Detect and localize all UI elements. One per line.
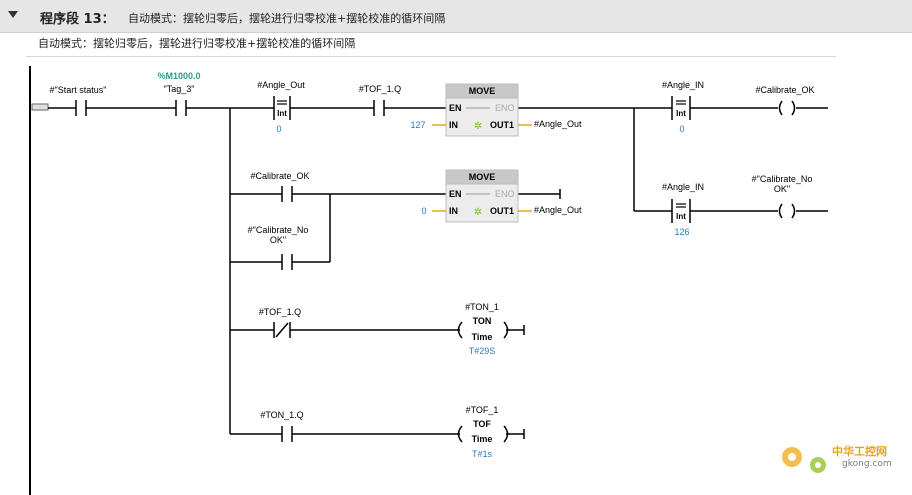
move-2-in-value: 0 <box>421 206 426 216</box>
compare-angle-out[interactable]: Int #Angle_Out 0 <box>257 80 305 134</box>
timer-tof-instance: #TOF_1 <box>466 405 499 415</box>
move-1-title: MOVE <box>469 86 496 96</box>
timer-tof-time-label: Time <box>472 434 493 444</box>
timer-ton[interactable]: #TON_1 TON Time T#29S <box>457 302 509 356</box>
move-1-out-value: #Angle_Out <box>534 119 582 129</box>
contact-calibrate-nook[interactable]: #"Calibrate_No OK" <box>248 225 309 270</box>
contact-calibrate-nook-label-2: OK" <box>270 235 286 245</box>
move-1-en: EN <box>449 103 462 113</box>
contact-tof-q-1[interactable]: #TOF_1.Q <box>359 84 401 116</box>
compare-angle-out-type: Int <box>277 109 287 118</box>
contact-tag3-address: %M1000.0 <box>157 71 200 81</box>
compare-angle-out-name: #Angle_Out <box>257 80 305 90</box>
move-1-eno: ENO <box>495 103 515 113</box>
contact-tag3-name: "Tag_3" <box>164 84 195 94</box>
network-header[interactable]: 程序段 13： 自动模式：摆轮归零后，摆轮进行归零校准+摆轮校准的循环间隔 <box>0 0 912 33</box>
coil-calibrate-ok[interactable]: #Calibrate_OK <box>755 85 815 116</box>
contact-tag3[interactable]: %M1000.0 "Tag_3" <box>157 71 201 116</box>
compare-angle-in-1[interactable]: Int #Angle_IN 0 <box>662 80 704 134</box>
network-label: 程序段 13： <box>40 12 115 27</box>
move-1-out: OUT1 <box>490 120 514 130</box>
compare-angle-in-1-name: #Angle_IN <box>662 80 704 90</box>
compare-angle-in-2[interactable]: Int #Angle_IN 126 <box>662 182 704 237</box>
contact-ton-q[interactable]: #TON_1.Q <box>260 410 304 442</box>
contact-tof-q-nc[interactable]: #TOF_1.Q <box>259 307 301 338</box>
timer-ton-preset: T#29S <box>469 346 496 356</box>
move-1-star-icon: ✲ <box>474 121 482 132</box>
network-title[interactable]: 自动模式：摆轮归零后，摆轮进行归零校准+摆轮校准的循环间隔 <box>128 12 446 25</box>
compare-angle-in-1-type: Int <box>676 109 686 118</box>
move-block-2[interactable]: MOVE EN ENO IN ✲ OUT1 0 #Angle_Out <box>421 169 582 223</box>
move-2-out-value: #Angle_Out <box>534 205 582 215</box>
compare-angle-in-2-type: Int <box>676 212 686 221</box>
coil-calibrate-nook-label-1: #"Calibrate_No <box>752 174 813 184</box>
coil-calibrate-nook-label-2: OK" <box>774 184 790 194</box>
contact-start-status-label: #"Start status" <box>50 85 107 95</box>
timer-tof-type: TOF <box>473 419 491 429</box>
contact-start-status[interactable]: #"Start status" <box>50 85 107 116</box>
compare-angle-in-1-value: 0 <box>679 124 684 134</box>
move-1-in-value: 127 <box>410 120 425 130</box>
contact-calibrate-nook-label-1: #"Calibrate_No <box>248 225 309 235</box>
move-2-eno: ENO <box>495 189 515 199</box>
move-2-star-icon: ✲ <box>474 207 482 218</box>
timer-tof[interactable]: #TOF_1 TOF Time T#1s <box>457 405 509 459</box>
timer-tof-preset: T#1s <box>472 449 493 459</box>
timer-ton-time-label: Time <box>472 332 493 342</box>
compare-angle-in-2-value: 126 <box>674 227 689 237</box>
gkong-watermark-logo: 中华工控网 gkong.com <box>782 444 892 473</box>
contact-tof-q-1-label: #TOF_1.Q <box>359 84 401 94</box>
coil-calibrate-nook[interactable]: #"Calibrate_No OK" <box>752 174 813 219</box>
rung-selector[interactable] <box>31 103 49 111</box>
contact-calibrate-ok-label: #Calibrate_OK <box>250 171 309 181</box>
main-rung-wires <box>48 107 828 439</box>
move-2-in: IN <box>449 206 458 216</box>
move-1-in: IN <box>449 120 458 130</box>
watermark-line2: gkong.com <box>842 459 892 469</box>
collapse-triangle-icon[interactable] <box>8 11 18 18</box>
watermark-line1: 中华工控网 <box>832 444 887 458</box>
contact-ton-q-label: #TON_1.Q <box>260 410 303 420</box>
coil-calibrate-ok-label: #Calibrate_OK <box>755 85 814 95</box>
move-2-en: EN <box>449 189 462 199</box>
network-comment[interactable]: 自动模式：摆轮归零后，摆轮进行归零校准+摆轮校准的循环间隔 <box>38 37 356 50</box>
compare-angle-in-2-name: #Angle_IN <box>662 182 704 192</box>
contact-tof-q-nc-label: #TOF_1.Q <box>259 307 301 317</box>
comment-divider <box>26 56 836 57</box>
timer-ton-type: TON <box>473 316 492 326</box>
move-block-1[interactable]: MOVE EN ENO IN ✲ OUT1 127 #Angle_Out <box>410 83 582 137</box>
contact-calibrate-ok[interactable]: #Calibrate_OK <box>250 171 310 202</box>
compare-angle-out-value: 0 <box>276 124 281 134</box>
move-2-out: OUT1 <box>490 206 514 216</box>
move-2-title: MOVE <box>469 172 496 182</box>
timer-ton-instance: #TON_1 <box>465 302 499 312</box>
